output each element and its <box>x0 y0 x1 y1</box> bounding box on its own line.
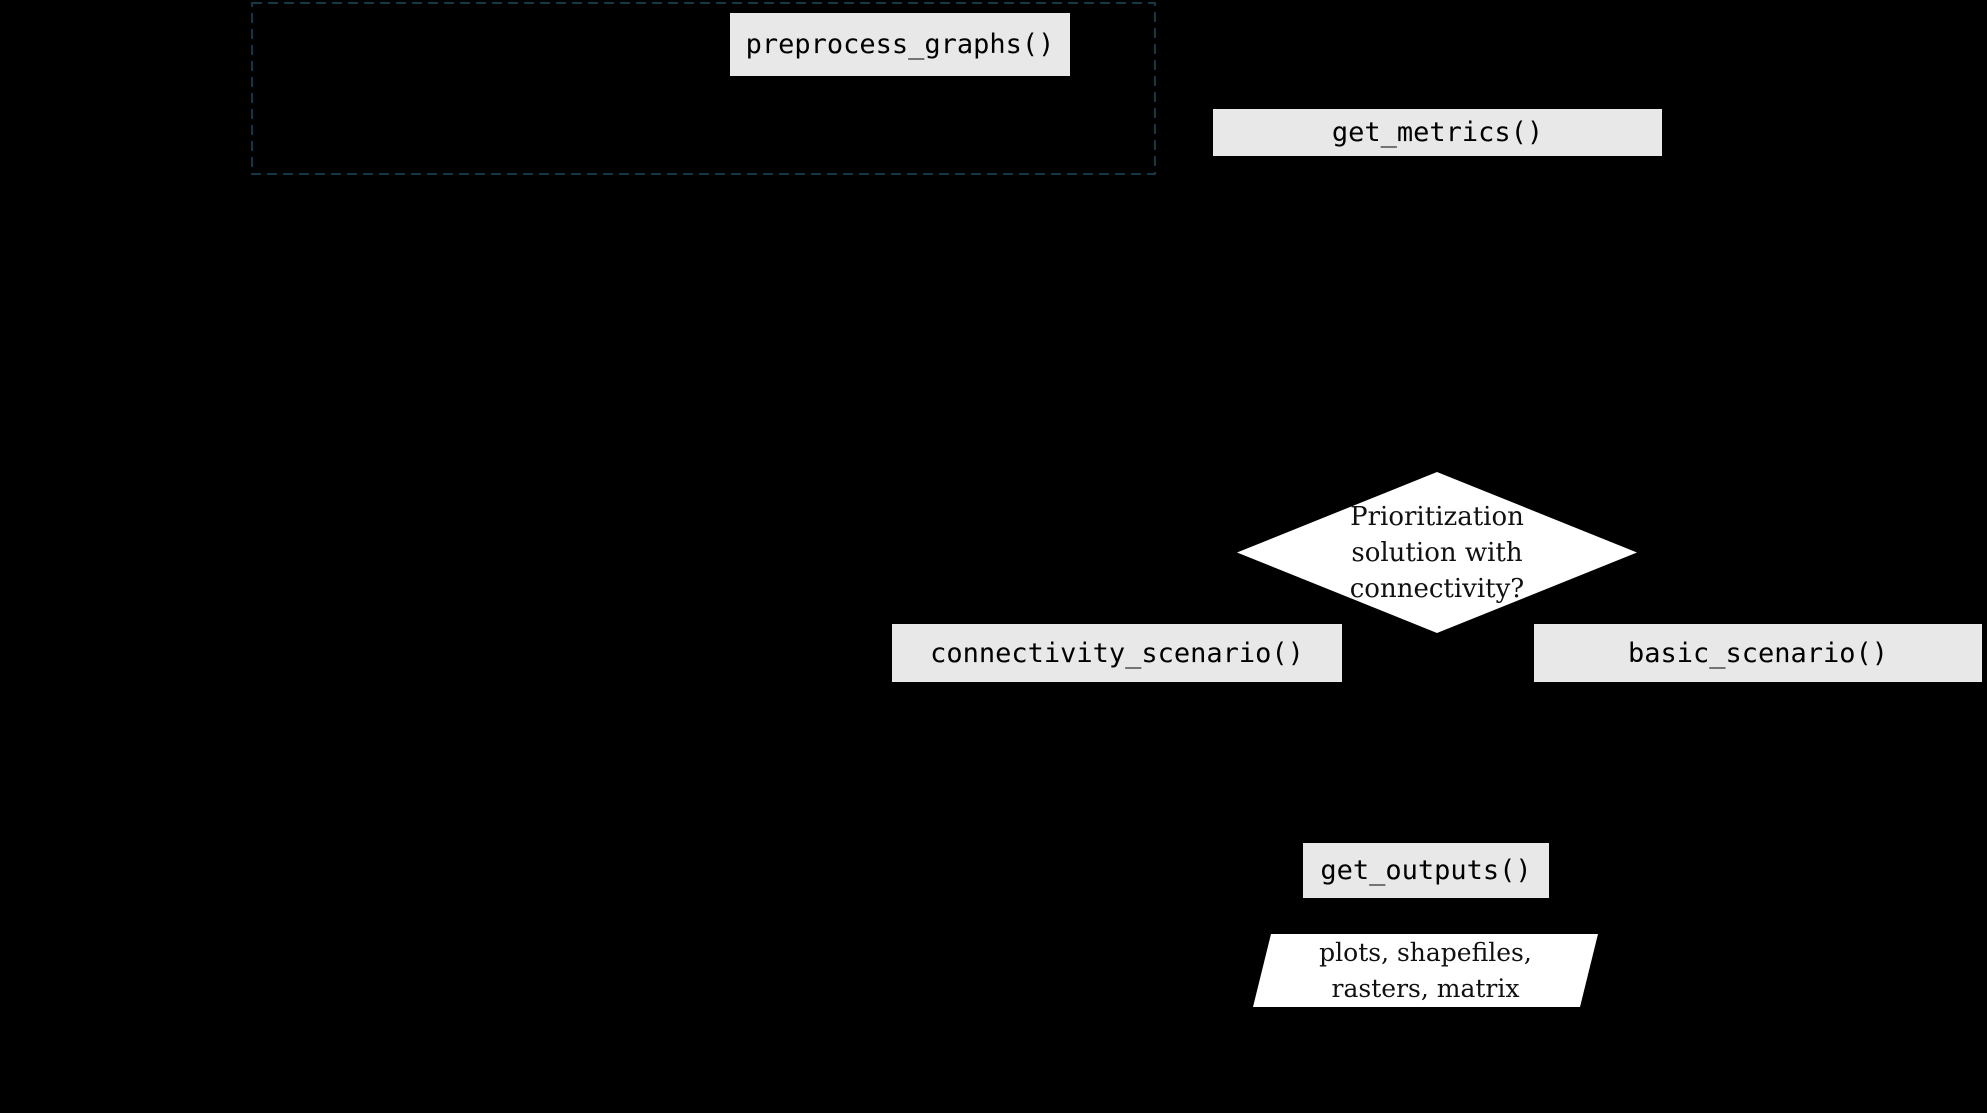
function-label-preprocess-graphs: preprocess_graphs() <box>745 29 1055 60</box>
preprocess-group-dashed-container <box>251 2 1156 175</box>
function-box-get-metrics: get_metrics() <box>1213 109 1662 156</box>
function-box-connectivity-scenario: connectivity_scenario() <box>892 624 1342 682</box>
decision-text-line2: solution with <box>1351 537 1523 568</box>
function-label-basic-scenario: basic_scenario() <box>1627 637 1889 669</box>
decision-text-line3: connectivity? <box>1349 573 1525 604</box>
io-text-line1: plots, shapefiles, <box>1319 937 1532 967</box>
dashed-border-stroke <box>251 2 1156 175</box>
function-box-basic-scenario: basic_scenario() <box>1534 624 1982 682</box>
io-parallelogram: plots, shapefiles, rasters, matrix <box>1253 934 1598 1007</box>
decision-text-line1: Prioritization <box>1350 501 1524 532</box>
function-label-connectivity-scenario: connectivity_scenario() <box>930 637 1304 669</box>
function-label-get-outputs: get_outputs() <box>1320 855 1532 886</box>
decision-diamond: Prioritization solution with connectivit… <box>1237 472 1637 633</box>
io-text-line2: rasters, matrix <box>1331 973 1520 1003</box>
function-label-get-metrics: get_metrics() <box>1331 117 1544 148</box>
function-box-get-outputs: get_outputs() <box>1303 843 1549 898</box>
dashed-border-rect <box>251 2 1156 175</box>
function-box-preprocess-graphs: preprocess_graphs() <box>730 13 1070 76</box>
